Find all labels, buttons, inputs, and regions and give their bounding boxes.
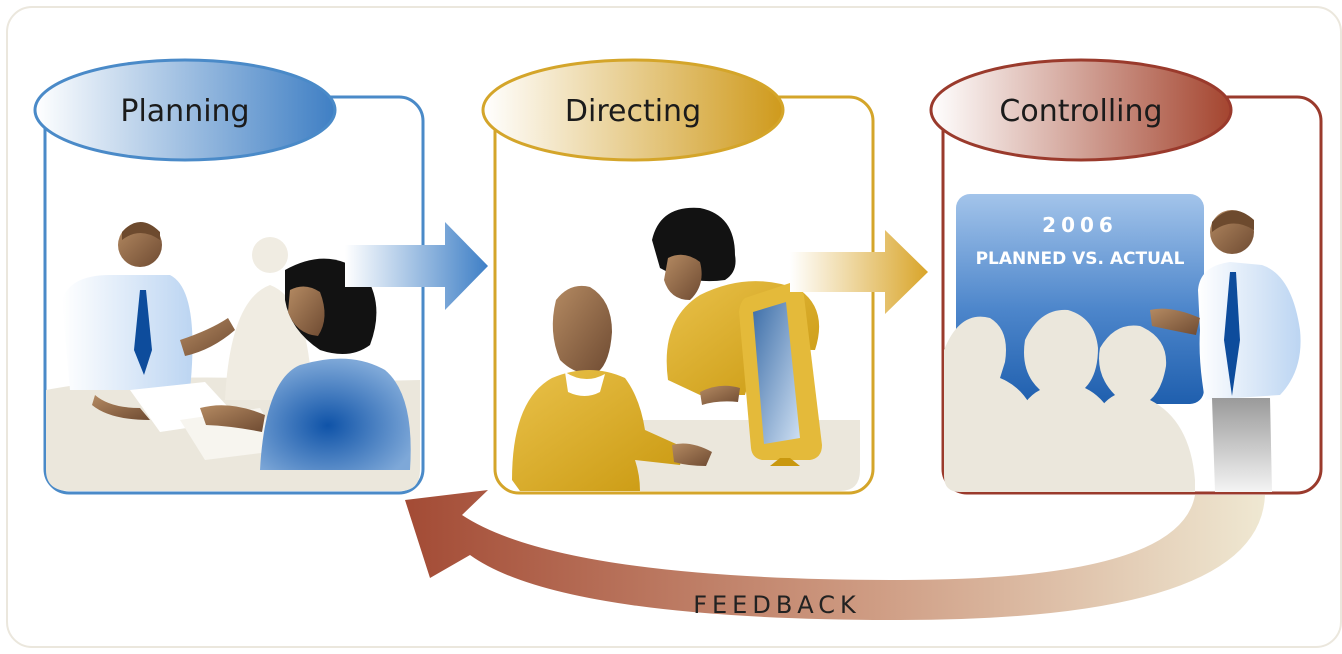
chart-screen-caption: PLANNED VS. ACTUAL [976, 249, 1185, 269]
feedback-arrow [405, 490, 1265, 620]
directing-computer-illustration [512, 207, 860, 491]
planning-panel: Planning [33, 58, 425, 495]
arrow-directing-to-controlling [790, 230, 928, 314]
chart-screen-year: 2006 [1042, 213, 1118, 237]
directing-panel: Directing [481, 58, 875, 495]
planning-title-ellipse [33, 58, 337, 162]
directing-title-ellipse [481, 58, 785, 162]
feedback-label: FEEDBACK [693, 591, 861, 619]
planning-meeting-illustration [46, 222, 420, 491]
controlling-presentation-illustration: 2006 PLANNED VS. ACTUAL [944, 194, 1301, 492]
controlling-panel: 2006 PLANNED VS. ACTUAL Controlling [929, 58, 1323, 495]
controlling-title: Controlling [999, 94, 1162, 129]
arrow-planning-to-directing [345, 222, 488, 310]
planning-title: Planning [120, 94, 249, 129]
controlling-title-ellipse [929, 58, 1233, 162]
directing-title: Directing [565, 94, 701, 129]
